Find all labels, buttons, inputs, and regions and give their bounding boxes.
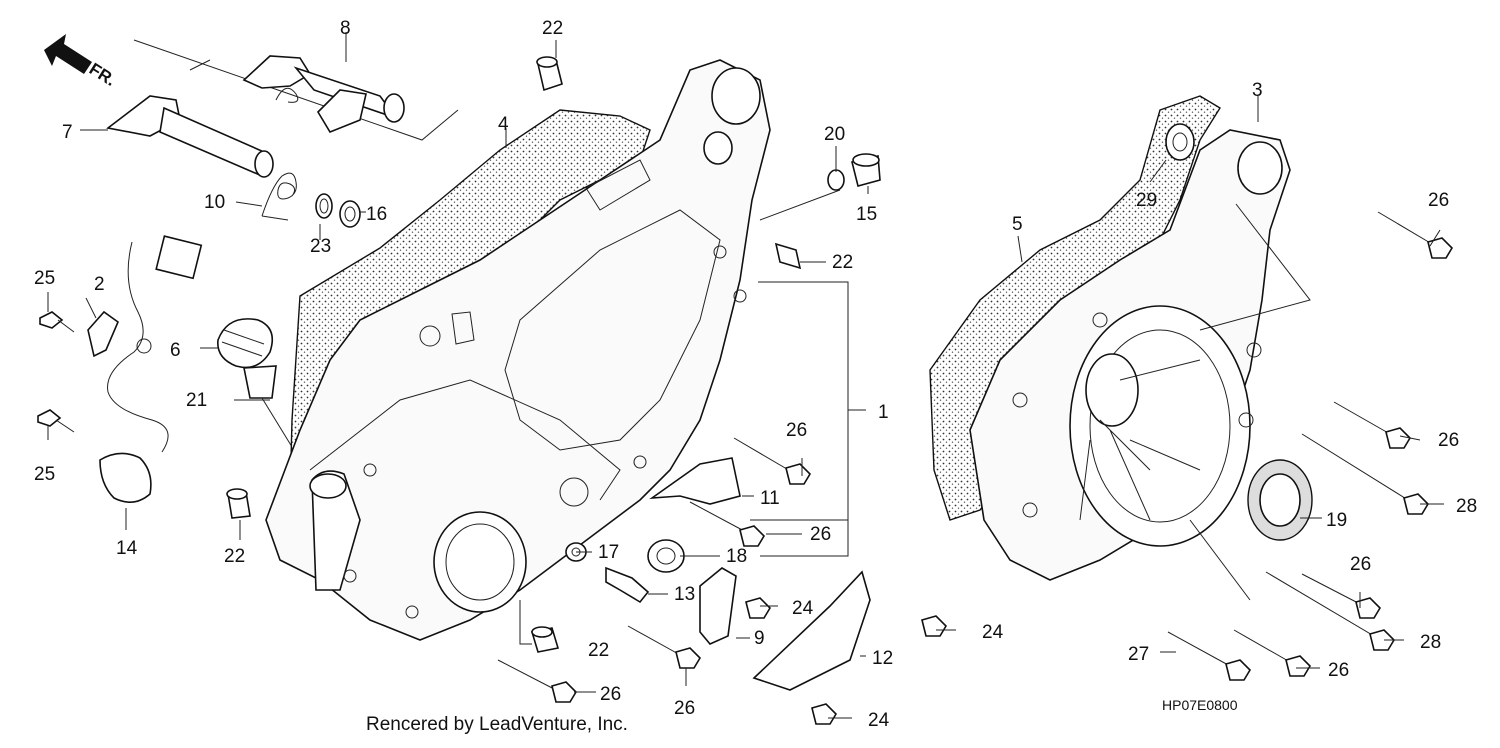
callout-26-c: 26 [674,698,695,719]
part-2-bracket [87,310,119,358]
shift-arm-group [133,39,459,141]
callout-4: 4 [498,114,509,135]
part-11-plate [649,457,741,505]
callout-20: 20 [824,124,845,145]
part-23-washer [315,193,333,219]
callout-6: 6 [170,340,181,361]
part-12-shield [752,570,871,691]
callout-22-left: 22 [224,546,245,567]
bolts-right-cover [1167,211,1454,681]
callout-5: 5 [1012,214,1023,235]
callout-28-b: 28 [1420,632,1441,653]
part-22-collar-right [774,242,802,270]
part-20-washer [827,169,845,191]
callout-3: 3 [1252,80,1263,101]
callout-14: 14 [116,538,138,559]
callout-15: 15 [856,204,877,225]
part-22-collar-bottom [530,626,560,653]
part-18-seal [647,539,685,573]
callouts: 1 2 3 4 5 6 7 8 9 10 11 12 13 14 15 16 1… [34,18,1477,731]
callout-13: 13 [674,584,695,605]
callout-26-g: 26 [1350,554,1371,575]
part-6-dipstick [217,318,301,461]
callout-8: 8 [340,18,351,39]
part-29-bearing [1165,123,1195,161]
part-22-collar-left [226,488,251,519]
part-10-spring [261,172,297,221]
front-direction-arrow: FR. [44,34,119,90]
part-13-bolt [605,566,650,604]
reference-lines [47,32,1444,719]
callout-25-a: 25 [34,268,55,289]
callout-24-b: 24 [982,622,1004,643]
part-19-oil-seal [1247,459,1313,541]
part-16-seal [339,200,361,228]
diagram-code: HP07E0800 [1162,697,1238,713]
callout-7: 7 [62,122,73,143]
callout-26-a: 26 [786,420,807,441]
callout-26-d: 26 [600,684,621,705]
part-15-plug [851,153,881,187]
callout-28-a: 28 [1456,496,1477,517]
part-25-bolt-upper [39,311,75,333]
callout-25-b: 25 [34,464,55,485]
part-1-crankcase-cover [265,59,771,641]
callout-26-b: 26 [810,524,831,545]
callout-18: 18 [726,546,747,567]
callout-16: 16 [366,204,387,225]
callout-29: 29 [1136,190,1157,211]
callout-22-right: 22 [832,252,853,273]
part-7-shift-shaft [106,95,274,178]
part-22-collar-top [536,56,563,92]
part-9-plate [699,567,737,645]
callout-23: 23 [310,236,331,257]
callout-1: 1 [878,402,889,423]
callout-19: 19 [1326,510,1347,531]
callout-9: 9 [754,628,765,649]
callout-17: 17 [598,542,619,563]
callout-27: 27 [1128,644,1149,665]
callout-21: 21 [186,390,207,411]
callout-26-f: 26 [1438,430,1459,451]
bolts-left-cover [497,437,948,725]
callout-24-c: 24 [868,710,890,731]
callout-22-bottom: 22 [588,640,609,661]
callout-10: 10 [204,192,225,213]
part-25-bolt-lower [37,409,75,433]
callout-26-h: 26 [1328,660,1349,681]
callout-26-e: 26 [1428,190,1449,211]
part-14-sensor [99,235,203,503]
footer-credit: Rencered by LeadVenture, Inc. [366,714,628,735]
callout-12: 12 [872,648,893,669]
part-8-spindle [242,55,405,133]
direction-label: FR. [86,59,119,90]
callout-22-top: 22 [542,18,563,39]
callout-2: 2 [94,274,105,295]
part-3-right-cover [969,129,1291,581]
callout-11: 11 [760,488,780,509]
callout-24-a: 24 [792,598,814,619]
